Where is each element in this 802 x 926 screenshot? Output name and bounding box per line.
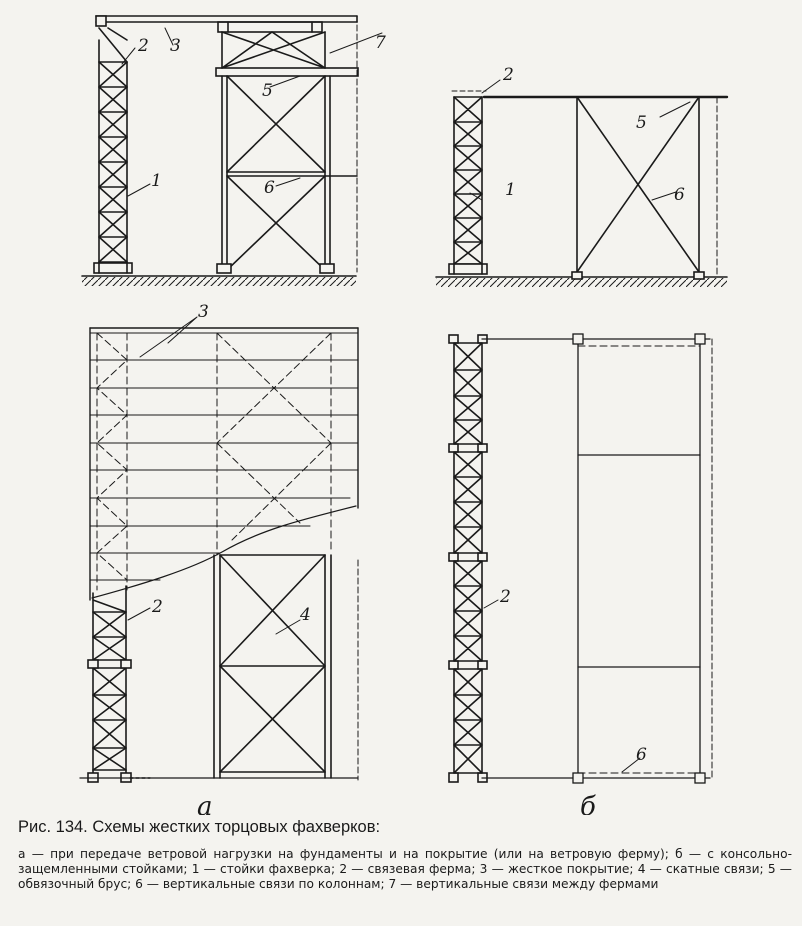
rigid-roof-panels: [89, 332, 359, 581]
callout-2-plan: 2: [151, 597, 163, 617]
slope-bracing: [213, 554, 332, 779]
column-bracing-b: [571, 96, 718, 280]
plan-a: 3 2 4 а: [79, 302, 359, 815]
callout-7: 7: [375, 33, 386, 53]
callout-2-b: 2: [502, 65, 514, 85]
elevation-b: 2 5 1 6: [435, 65, 729, 287]
fachwerk-drawings: 2 3 1 5 7 6: [79, 15, 729, 815]
callout-1-b: 1: [505, 180, 516, 200]
truss-vertical-bracing: [215, 21, 359, 77]
callout-6-b: 6: [674, 185, 685, 205]
elevation-a: 2 3 1 5 7 6: [81, 15, 386, 286]
callout-5: 5: [262, 81, 273, 101]
callout-3-plan: 3: [198, 302, 209, 322]
caption-text: а — при передаче ветровой нагрузки на фу…: [18, 847, 792, 891]
cantilever-column-lattice: [448, 90, 488, 275]
bracing-truss-plan: [87, 585, 132, 783]
callout-6-plan-b: 6: [636, 745, 647, 765]
figure-caption: Рис. 134. Схемы жестких торцовых фахверк…: [14, 818, 792, 892]
rigid-roof-beam: [95, 15, 358, 27]
callout-2-plan-b: 2: [499, 587, 511, 607]
column-vertical-bracing: [216, 15, 358, 274]
callout-3: 3: [170, 36, 181, 56]
callout-4-plan: 4: [299, 605, 311, 625]
scheme-label-b: б: [580, 792, 596, 815]
callout-2: 2: [137, 36, 149, 56]
bracing-truss-plan-b: [448, 334, 488, 783]
callout-6: 6: [264, 178, 275, 198]
plan-b: 2 6 б: [448, 333, 713, 815]
callout-5-b: 5: [636, 113, 647, 133]
callout-1: 1: [151, 171, 162, 191]
scheme-label-a: а: [197, 792, 213, 815]
fachwerk-column-lattice: [93, 27, 133, 274]
caption-title: Рис. 134. Схемы жестких торцовых фахверк…: [18, 818, 381, 836]
